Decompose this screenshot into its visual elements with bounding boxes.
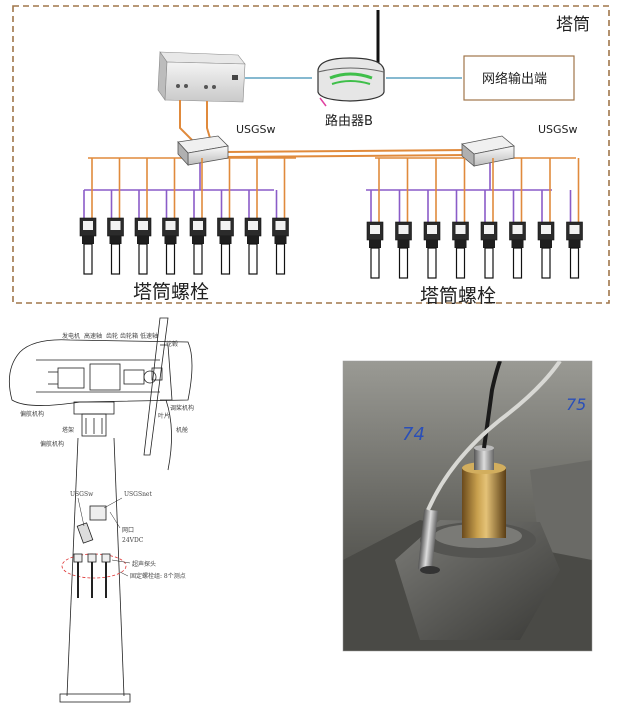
blade-outline bbox=[143, 317, 169, 456]
label-high-speed-shaft: 高速轴 bbox=[84, 332, 102, 340]
label-tower-frame: 塔架 bbox=[62, 426, 74, 434]
label-hub: 轮毂 bbox=[166, 340, 178, 348]
bolt-marker-74: 74 bbox=[402, 424, 425, 445]
right-bolt-2 bbox=[395, 158, 412, 279]
cable-switch-link-b bbox=[224, 154, 469, 158]
bolt-group-right bbox=[366, 158, 583, 279]
right-bolt-3 bbox=[423, 158, 441, 279]
left-bolt-6 bbox=[217, 158, 234, 275]
tower-base bbox=[59, 693, 131, 703]
right-bolt-6 bbox=[509, 158, 526, 279]
left-bolt-4 bbox=[162, 158, 179, 275]
label-yaw-2: 偏航机构 bbox=[40, 440, 64, 448]
right-bolt-4 bbox=[452, 158, 469, 279]
acquisition-device bbox=[157, 51, 246, 103]
right-bolt-1 bbox=[366, 158, 384, 279]
label-usgsnet: USGSnet bbox=[124, 491, 152, 498]
label-nacelle: 机舱 bbox=[176, 426, 188, 434]
tower-enclosure-border bbox=[12, 5, 610, 304]
enclosure-label: 塔筒 bbox=[556, 15, 590, 35]
cable-device-switch-a bbox=[179, 100, 193, 141]
label-pitch: 调桨机构 bbox=[170, 404, 194, 412]
left-bolt-1 bbox=[79, 158, 97, 275]
label-power: 24VDC bbox=[122, 537, 144, 544]
cable-switch-link-a bbox=[224, 149, 469, 153]
bolt-ring-ellipse bbox=[61, 553, 127, 579]
switch-left bbox=[177, 135, 229, 167]
right-bolt-7 bbox=[537, 158, 555, 279]
left-bolt-3 bbox=[134, 158, 152, 275]
network-output-box bbox=[463, 55, 575, 101]
probe-cable bbox=[426, 361, 562, 511]
bolts-right-label: 塔筒螺栓 bbox=[420, 285, 496, 307]
left-bolt-7 bbox=[244, 158, 262, 275]
right-bolt-8 bbox=[566, 158, 583, 279]
tower-left-edge bbox=[66, 437, 79, 697]
label-yaw-1: 偏航机构 bbox=[20, 410, 44, 418]
switch-left-label: USGSw bbox=[236, 123, 276, 136]
output-label: 网络输出端 bbox=[482, 71, 547, 87]
left-bolt-5 bbox=[189, 158, 207, 275]
cable-device-switch-b bbox=[206, 101, 211, 139]
label-port: 网口 bbox=[122, 527, 134, 534]
left-bolt-2 bbox=[107, 158, 124, 275]
network-diagram: 塔筒 路由器B 网络输出端 bbox=[12, 5, 610, 307]
router-label: 路由器B bbox=[325, 113, 373, 129]
tower-right-edge bbox=[113, 437, 125, 697]
switch-right-label: USGSw bbox=[538, 123, 578, 136]
label-bolt-note: 固定螺栓组: 8个测点 bbox=[130, 572, 186, 580]
turbine-labels: 发电机 高速轴 齿轮 齿轮箱 低速轴 轮毂 偏航机构 塔架 偏航机构 叶片 调桨… bbox=[20, 332, 194, 580]
label-gear: 齿轮 bbox=[106, 332, 118, 340]
reference-probe bbox=[417, 509, 439, 571]
switch-right bbox=[461, 135, 515, 167]
label-probe: 超声探头 bbox=[132, 560, 156, 568]
brass-sensor-body bbox=[462, 468, 506, 538]
nacelle-outline bbox=[8, 339, 193, 406]
label-blade: 叶片 bbox=[158, 412, 170, 420]
bolts-left-label: 塔筒螺栓 bbox=[133, 281, 209, 303]
sensor-photo: 74 75 bbox=[342, 360, 593, 652]
left-bolt-8 bbox=[272, 158, 289, 275]
bolt-group-left bbox=[79, 158, 289, 275]
label-usgsw: USGSw bbox=[70, 491, 94, 498]
router-device bbox=[317, 10, 385, 107]
bolt-marker-75: 75 bbox=[566, 395, 586, 414]
label-low-speed-shaft: 低速轴 bbox=[140, 332, 158, 340]
turbine-drawing bbox=[8, 317, 193, 703]
label-generator: 发电机 bbox=[62, 332, 80, 340]
label-gearbox: 齿轮箱 bbox=[120, 332, 138, 340]
right-bolt-5 bbox=[480, 158, 498, 279]
